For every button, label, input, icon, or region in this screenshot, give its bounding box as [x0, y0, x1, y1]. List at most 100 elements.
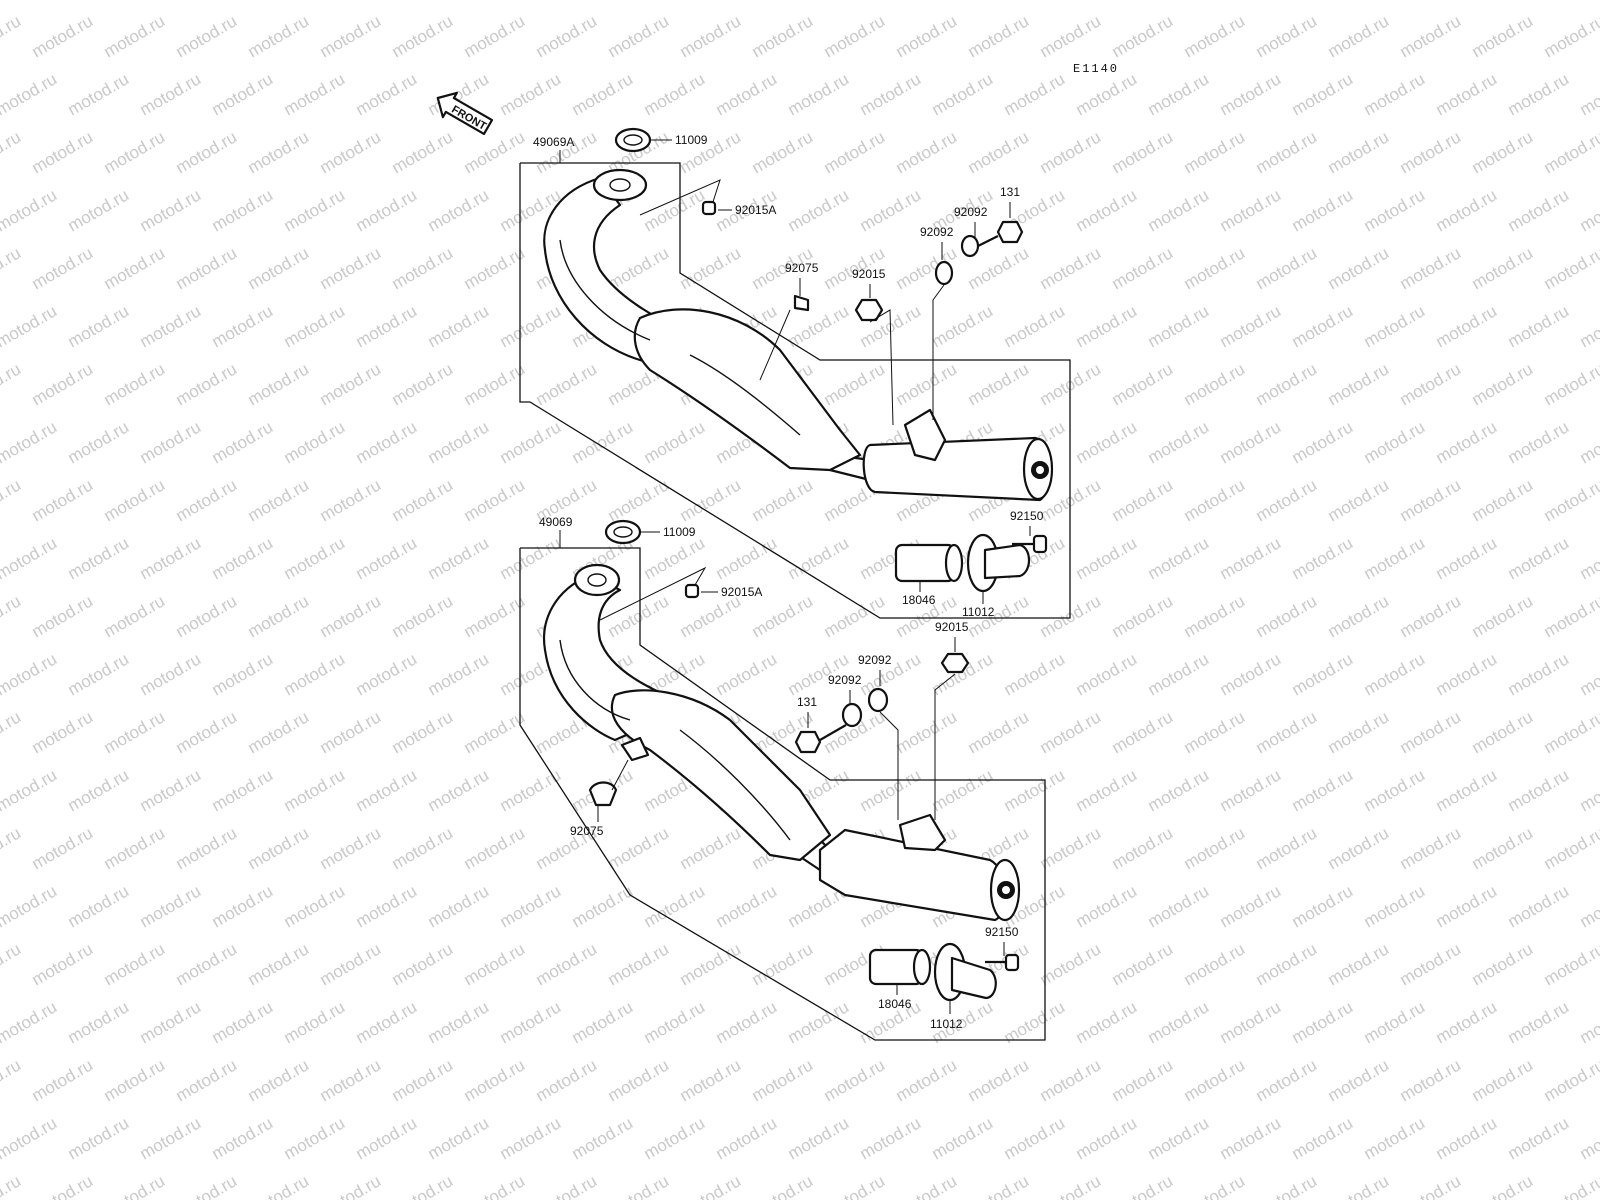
- watermark-text: motod.ru: [281, 185, 349, 235]
- watermark-text: motod.ru: [137, 417, 205, 467]
- watermark-text: motod.ru: [1325, 707, 1393, 757]
- watermark-text: motod.ru: [137, 301, 205, 351]
- watermark-text: motod.ru: [209, 533, 277, 583]
- watermark-text: motod.ru: [101, 591, 169, 641]
- watermark-text: motod.ru: [1433, 997, 1501, 1047]
- watermark-text: motod.ru: [1145, 69, 1213, 119]
- watermark-text: motod.ru: [1253, 475, 1321, 525]
- watermark-text: motod.ru: [1073, 649, 1141, 699]
- watermark-text: motod.ru: [0, 69, 60, 119]
- watermark-text: motod.ru: [1037, 243, 1105, 293]
- watermark-text: motod.ru: [281, 0, 349, 3]
- watermark-text: motod.ru: [173, 823, 241, 873]
- watermark-text: motod.ru: [0, 939, 24, 989]
- watermark-text: motod.ru: [137, 533, 205, 583]
- watermark-text: motod.ru: [677, 823, 745, 873]
- watermark-text: motod.ru: [605, 939, 673, 989]
- watermark-text: motod.ru: [785, 1113, 853, 1163]
- lower-nut-a-label: 92015A: [721, 585, 762, 599]
- watermark-text: motod.ru: [173, 359, 241, 409]
- watermark-text: motod.ru: [209, 185, 277, 235]
- watermark-text: motod.ru: [1325, 243, 1393, 293]
- watermark-text: motod.ru: [1145, 301, 1213, 351]
- watermark-text: motod.ru: [1541, 127, 1600, 177]
- watermark-text: motod.ru: [1217, 649, 1285, 699]
- watermark-text: motod.ru: [137, 649, 205, 699]
- lower-muffler-bracket: [898, 813, 947, 852]
- watermark-text: motod.ru: [29, 475, 97, 525]
- watermark-text: motod.ru: [65, 765, 133, 815]
- watermark-text: motod.ru: [857, 0, 925, 3]
- watermark-text: motod.ru: [0, 1055, 24, 1105]
- lower-tail-cap-label: 11012: [930, 1017, 963, 1031]
- watermark-text: motod.ru: [65, 1113, 133, 1163]
- watermark-text: motod.ru: [1397, 591, 1465, 641]
- watermark-text: motod.ru: [0, 707, 24, 757]
- watermark-text: motod.ru: [677, 939, 745, 989]
- watermark-text: motod.ru: [1289, 301, 1357, 351]
- watermark-text: motod.ru: [1325, 359, 1393, 409]
- watermark-text: motod.ru: [0, 765, 60, 815]
- watermark-text: motod.ru: [1217, 417, 1285, 467]
- watermark-text: motod.ru: [281, 881, 349, 931]
- watermark-text: motod.ru: [1217, 69, 1285, 119]
- watermark-text: motod.ru: [281, 649, 349, 699]
- watermark-text: motod.ru: [1181, 1055, 1249, 1105]
- watermark-text: motod.ru: [1433, 881, 1501, 931]
- watermark-text: motod.ru: [1145, 881, 1213, 931]
- watermark-text: motod.ru: [101, 475, 169, 525]
- watermark-text: motod.ru: [425, 997, 493, 1047]
- watermark-text: motod.ru: [389, 475, 457, 525]
- lower-clamp: 92075: [570, 759, 629, 838]
- watermark-text: motod.ru: [893, 1171, 961, 1200]
- watermark-text: motod.ru: [0, 243, 24, 293]
- watermark-text: motod.ru: [389, 939, 457, 989]
- watermark-text: motod.ru: [1073, 185, 1141, 235]
- watermark-text: motod.ru: [677, 11, 745, 61]
- watermark-text: motod.ru: [569, 1113, 637, 1163]
- watermark-text: motod.ru: [533, 11, 601, 61]
- watermark-text: motod.ru: [1505, 997, 1573, 1047]
- watermark-text: motod.ru: [0, 359, 24, 409]
- watermark-text: motod.ru: [1433, 69, 1501, 119]
- watermark-text: motod.ru: [29, 11, 97, 61]
- watermark-text: motod.ru: [1289, 881, 1357, 931]
- watermark-text: motod.ru: [101, 707, 169, 757]
- watermark-text: motod.ru: [1469, 1171, 1537, 1200]
- watermark-text: motod.ru: [821, 359, 889, 409]
- watermark-text: motod.ru: [1109, 1171, 1177, 1200]
- watermark-text: motod.ru: [1325, 591, 1393, 641]
- watermark-text: motod.ru: [65, 533, 133, 583]
- watermark-text: motod.ru: [713, 69, 781, 119]
- watermark-text: motod.ru: [1001, 0, 1069, 3]
- watermark-text: motod.ru: [569, 69, 637, 119]
- watermark-text: motod.ru: [713, 997, 781, 1047]
- lower-nut: 92015: [934, 620, 970, 820]
- watermark-text: motod.ru: [497, 69, 565, 119]
- watermark-text: motod.ru: [1361, 1113, 1429, 1163]
- watermark-text: motod.ru: [101, 359, 169, 409]
- watermark-text: motod.ru: [173, 127, 241, 177]
- watermark-text: motod.ru: [29, 1055, 97, 1105]
- upper-tail-cap: 11012: [962, 533, 1031, 619]
- watermark-text: motod.ru: [317, 1055, 385, 1105]
- watermark-text: motod.ru: [1397, 359, 1465, 409]
- watermark-text: motod.ru: [1541, 11, 1600, 61]
- watermark-text: motod.ru: [173, 707, 241, 757]
- watermark-text: motod.ru: [245, 939, 313, 989]
- watermark-text: motod.ru: [1037, 707, 1105, 757]
- watermark-text: motod.ru: [857, 765, 925, 815]
- watermark-text: motod.ru: [281, 417, 349, 467]
- watermark-text: motod.ru: [317, 707, 385, 757]
- watermark-text: motod.ru: [389, 1171, 457, 1200]
- watermark-text: motod.ru: [641, 69, 709, 119]
- watermark-text: motod.ru: [1397, 475, 1465, 525]
- watermark-text: motod.ru: [101, 1171, 169, 1200]
- watermark-text: motod.ru: [1181, 475, 1249, 525]
- watermark-text: motod.ru: [173, 591, 241, 641]
- lower-bolt: 131: [794, 695, 847, 754]
- watermark-text: motod.ru: [605, 1055, 673, 1105]
- upper-nut-a-label: 92015A: [735, 203, 776, 217]
- watermark-text: motod.ru: [1289, 417, 1357, 467]
- watermark-text: motod.ru: [137, 997, 205, 1047]
